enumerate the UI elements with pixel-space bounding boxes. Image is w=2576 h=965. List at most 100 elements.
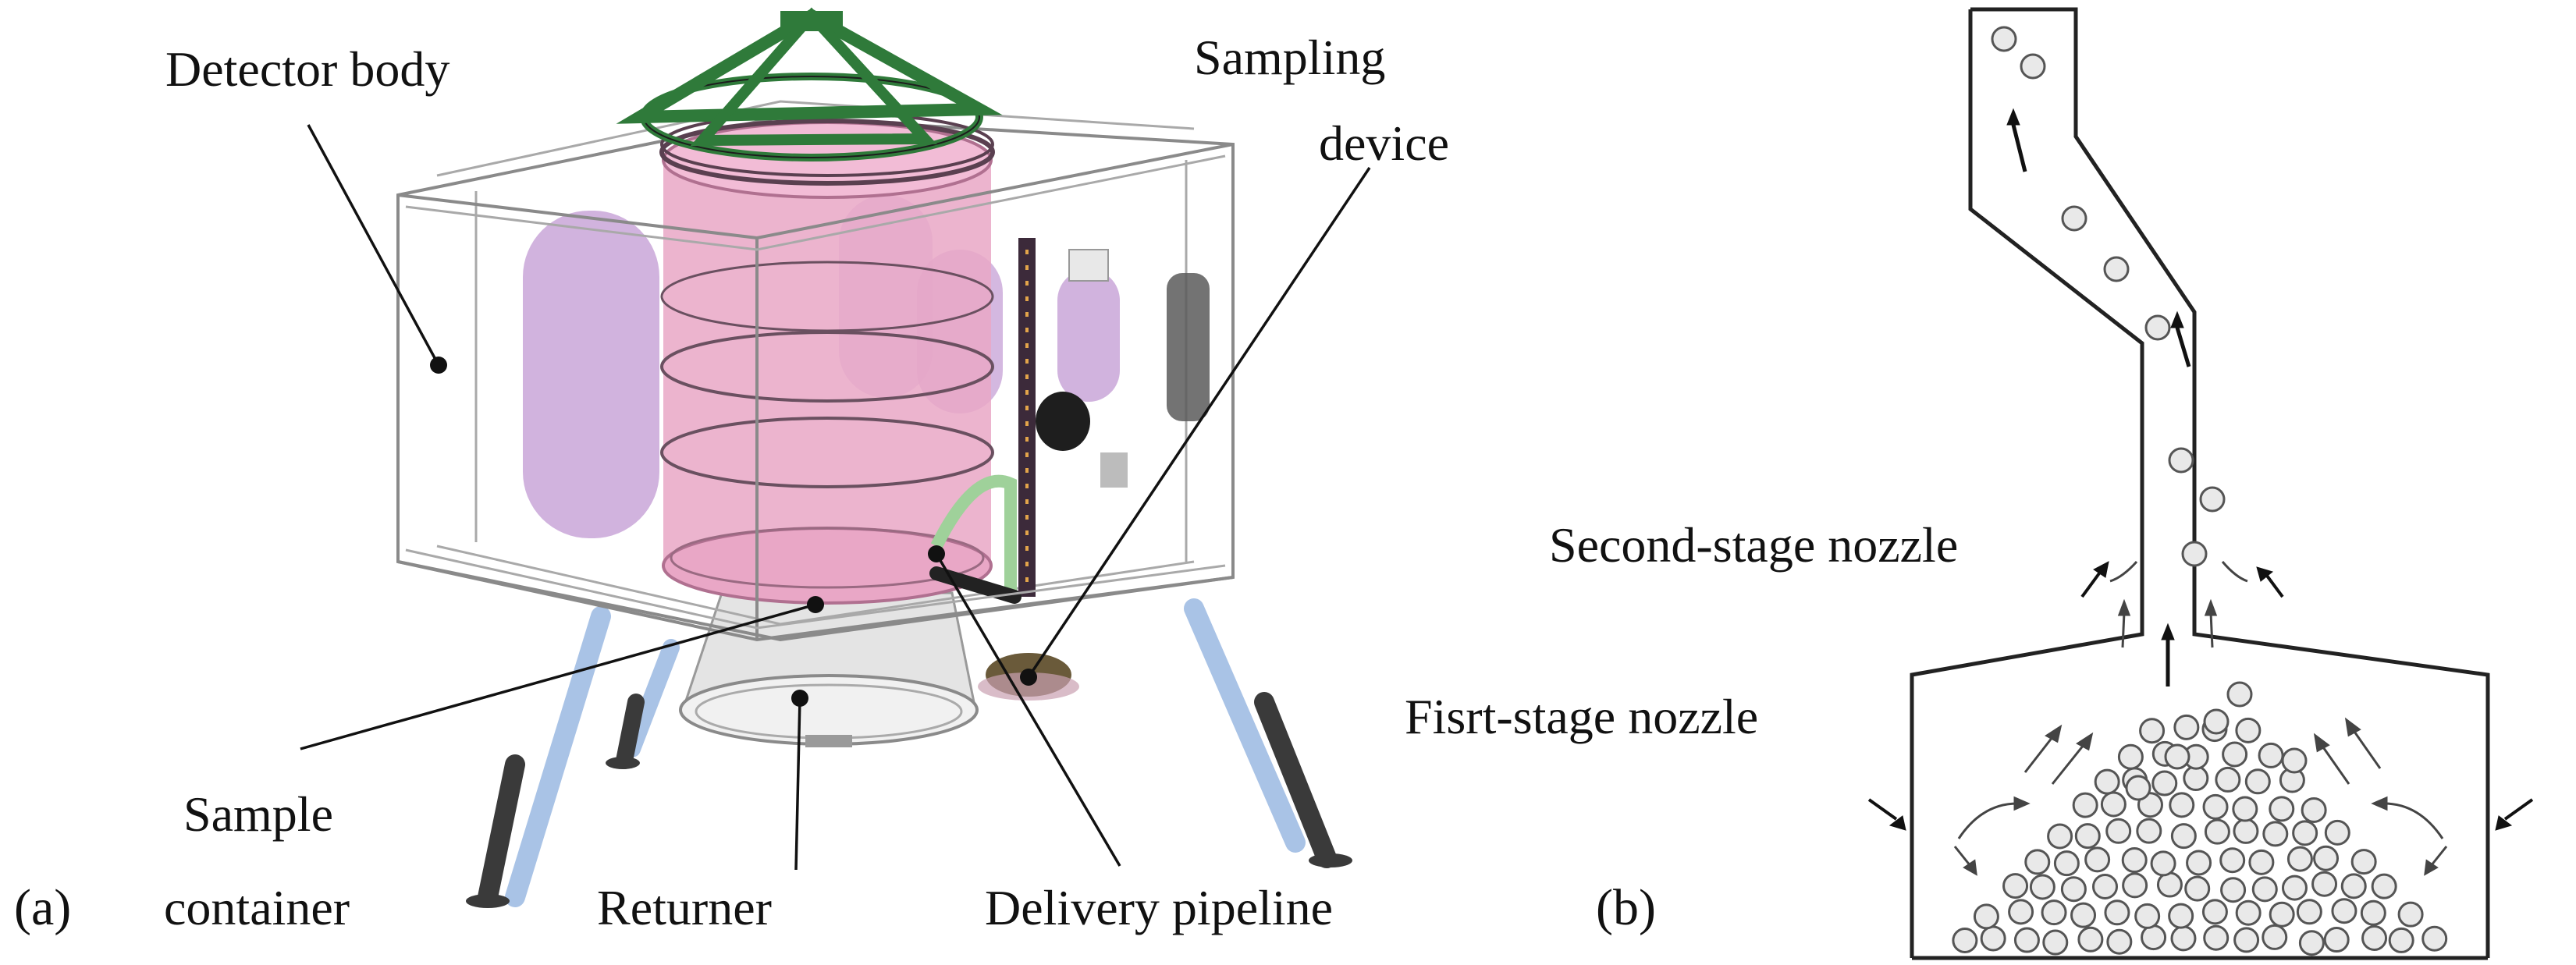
label-detector-body: Detector body (165, 41, 449, 97)
label-returner: Returner (597, 880, 772, 935)
particle (2360, 899, 2386, 926)
flow-arrows-thin (1953, 560, 2448, 876)
label-sampling-device-line1: Sampling (1194, 30, 1385, 85)
particle (2170, 925, 2197, 952)
particle (2203, 708, 2230, 735)
particle (2173, 714, 2200, 740)
label-sample-container-line2: container (164, 880, 350, 935)
particle (2156, 871, 2183, 898)
particle (2013, 927, 2040, 953)
particle (2060, 876, 2087, 903)
particle (2371, 873, 2397, 899)
label-second-stage-nozzle: Second-stage nozzle (1549, 517, 1958, 573)
particle (2323, 927, 2350, 953)
particle (2134, 903, 2161, 929)
particle (2122, 872, 2148, 899)
nozzle-walls (1910, 7, 2490, 960)
particle (2298, 930, 2325, 956)
particle (2183, 765, 2209, 792)
particle (2235, 717, 2262, 743)
particle (2251, 876, 2278, 903)
particle (2235, 899, 2262, 926)
sampling-device (978, 238, 1210, 701)
particle (2105, 818, 2132, 844)
particle (2397, 901, 2424, 928)
particle (2361, 925, 2388, 952)
particle (2222, 741, 2248, 768)
particle (2002, 873, 2029, 899)
particle (2100, 791, 2127, 818)
particle (2301, 796, 2327, 823)
particle (2296, 899, 2322, 925)
particle (2248, 849, 2275, 875)
particle (2204, 818, 2230, 845)
particle (2244, 768, 2271, 795)
particle (2121, 847, 2148, 874)
particle (2141, 924, 2167, 951)
particle (2311, 871, 2338, 897)
label-delivery-pipeline: Delivery pipeline (985, 880, 1333, 935)
particle (2070, 902, 2097, 928)
particle (2203, 924, 2230, 951)
panel-a: Detector body Sampling device Sample con… (14, 7, 1449, 936)
detector-body-front (397, 143, 1234, 642)
particle (2233, 818, 2259, 844)
particle (2421, 925, 2448, 952)
label-sampling-device-line2: device (1319, 115, 1449, 171)
particle (2092, 874, 2119, 900)
particle (1991, 26, 2017, 52)
particle (2186, 850, 2212, 876)
particle (2340, 873, 2367, 899)
particle (2226, 681, 2253, 708)
particle (2053, 850, 2080, 877)
particle (2151, 770, 2178, 796)
particle (2262, 924, 2288, 950)
particle (2168, 903, 2194, 929)
panel-tag-a: (a) (14, 879, 71, 936)
particle (2072, 792, 2098, 818)
particle (2020, 53, 2046, 80)
label-sample-container-line1: Sample (183, 786, 333, 842)
particle (2164, 743, 2190, 770)
particle (2103, 256, 2130, 282)
particle (1952, 927, 1978, 953)
particle (2061, 205, 2087, 232)
particle (1973, 903, 1999, 930)
particle (2313, 845, 2340, 871)
particle (2201, 899, 2228, 925)
leader-lines-a (300, 124, 1371, 871)
particle (2232, 796, 2258, 822)
particle (2104, 899, 2130, 926)
particle (2139, 718, 2166, 744)
particle (2220, 877, 2247, 903)
particle (2181, 541, 2208, 567)
particle (2388, 927, 2414, 953)
particle (2144, 314, 2171, 341)
particle (2184, 875, 2211, 902)
particle (2281, 875, 2308, 901)
label-first-stage-nozzle: Fisrt-stage nozzle (1405, 689, 1758, 744)
particle (2117, 743, 2144, 770)
particle (2324, 819, 2350, 846)
particle (2150, 850, 2176, 877)
particle (2024, 849, 2051, 875)
particle (2331, 898, 2357, 924)
particles (1952, 26, 2448, 956)
particle (2262, 821, 2289, 847)
particle (2350, 849, 2377, 875)
particle (2077, 926, 2104, 953)
particle (2041, 899, 2067, 926)
particle (2281, 747, 2308, 774)
particle (2074, 823, 2101, 850)
particle (2233, 927, 2260, 953)
particle (2170, 823, 2197, 850)
particle (2047, 823, 2073, 850)
particle (2215, 766, 2241, 793)
panel-tag-b: (b) (1596, 879, 1656, 936)
particle (2219, 847, 2246, 874)
flow-arrows (1867, 108, 2534, 831)
particle (2029, 874, 2055, 900)
panel-b: Second-stage nozzle Fisrt-stage nozzle (… (1405, 7, 2534, 960)
particle (2168, 447, 2194, 474)
